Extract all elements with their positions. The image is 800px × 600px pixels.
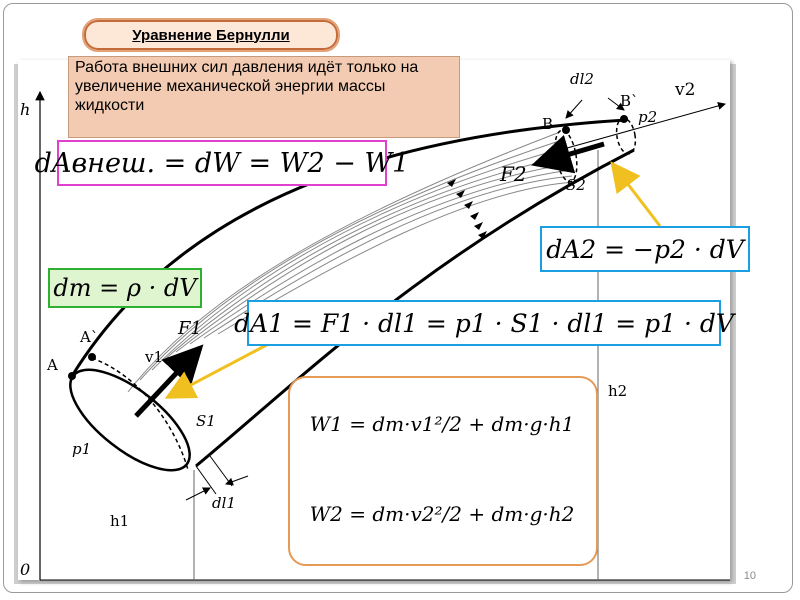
label-h1: h1: [110, 512, 130, 530]
label-v1: v1: [145, 348, 164, 366]
label-h2: h2: [608, 382, 628, 400]
section-2-end-ellipse: [615, 117, 637, 155]
label-B-prime: B`: [620, 92, 639, 110]
v2-arrow: [559, 102, 726, 151]
formula-dA-ext: dAвнеш. = dW = W2 − W1: [35, 140, 409, 186]
formula-W2: W2 = dm·v2²/2 + dm·g·h2: [298, 494, 586, 534]
F2-force-arrow: [531, 134, 605, 174]
formula-W1: W1 = dm·v1²/2 + dm·g·h1: [298, 404, 586, 444]
pointer-dA2: [610, 161, 662, 227]
label-p1: p1: [72, 440, 92, 458]
label-v2: v2: [675, 80, 696, 100]
point-A-prime: [88, 353, 96, 361]
label-A-prime: A`: [80, 328, 99, 346]
energy-formulas-box: W1 = dm·v1²/2 + dm·g·h1 W2 = dm·v2²/2 + …: [288, 376, 598, 566]
point-A: [68, 372, 76, 380]
dl2-arrow-right: [607, 97, 625, 111]
formula-dA1: dA1 = F1 · dl1 = p1 · S1 · dl1 = p1 · dV: [234, 300, 734, 346]
dl2-arrow-left: [565, 99, 583, 119]
formula-dA2: dA2 = −p2 · dV: [540, 226, 750, 272]
origin-label: 0: [20, 560, 31, 579]
pointer-dA1: [164, 338, 277, 399]
label-dl2: dl2: [570, 70, 594, 88]
point-B: [562, 126, 570, 134]
label-p2: p2: [638, 108, 658, 126]
dl1-arrow-a: [185, 487, 211, 501]
formula-dm: dm = ρ · dV: [48, 268, 202, 308]
streamline-arrowheads: [447, 179, 487, 239]
h-axis-label: h: [20, 100, 31, 119]
description-box: Работа внешних сил давления идёт только …: [68, 56, 460, 138]
dl1-tick-2: [209, 455, 233, 487]
label-A: A: [47, 356, 58, 374]
dl1-arrow-b: [225, 475, 249, 486]
section-1-ellipse: [69, 368, 191, 472]
label-S1: S1: [196, 412, 216, 430]
tube-upper-edge: [70, 118, 627, 377]
label-dl1: dl1: [212, 494, 236, 512]
label-S2: S2: [566, 176, 586, 194]
label-F1: F1: [178, 318, 202, 339]
section-1-dashed: [91, 357, 189, 471]
page-number: 10: [743, 570, 756, 582]
point-B-prime: [620, 115, 628, 123]
dl1-tick-1: [195, 465, 217, 495]
label-F2: F2: [500, 162, 527, 186]
label-B: B: [542, 115, 554, 133]
slide-title: Уравнение Бернулли: [82, 18, 340, 52]
